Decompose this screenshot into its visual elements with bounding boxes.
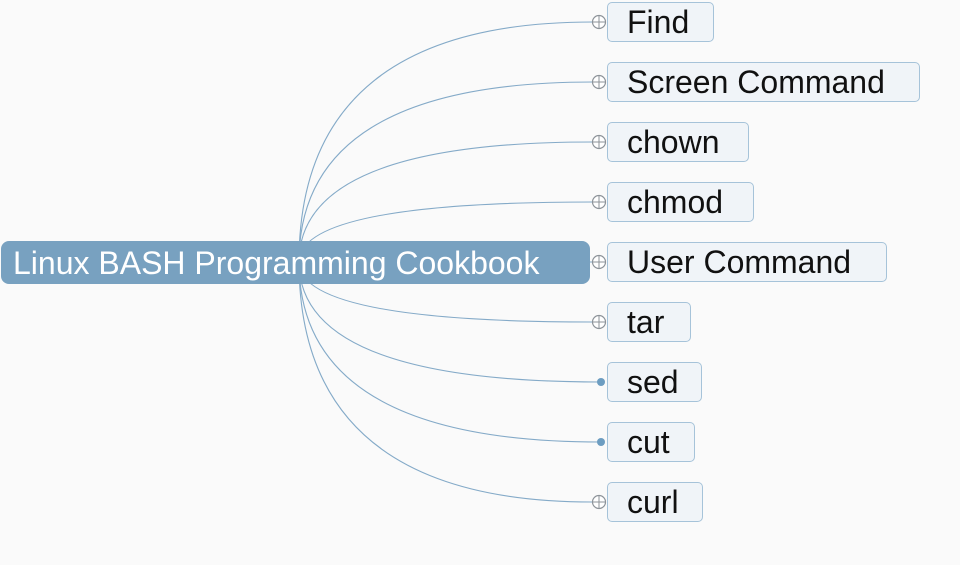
connector-line xyxy=(298,261,593,503)
node-label: chown xyxy=(627,124,720,160)
connector-line xyxy=(298,141,593,263)
expand-icon[interactable] xyxy=(591,254,607,270)
node-label: User Command xyxy=(627,244,852,280)
expand-icon[interactable] xyxy=(591,134,607,150)
node-label: cut xyxy=(627,424,670,460)
mindmap-node-tar[interactable]: tar xyxy=(607,302,691,342)
mindmap-node-cut[interactable]: cut xyxy=(607,422,695,462)
expand-icon[interactable] xyxy=(591,314,607,330)
mindmap-root-node[interactable]: Linux BASH Programming Cookbook xyxy=(1,241,590,284)
connector-line xyxy=(298,81,593,263)
mindmap-node-chown[interactable]: chown xyxy=(607,122,749,162)
connector-line xyxy=(298,261,602,443)
mindmap-node-sed[interactable]: sed xyxy=(607,362,702,402)
mindmap-node-find[interactable]: Find xyxy=(607,2,714,42)
expand-icon[interactable] xyxy=(591,494,607,510)
connector-line xyxy=(298,261,602,383)
node-label: sed xyxy=(627,364,679,400)
expand-icon[interactable] xyxy=(591,194,607,210)
node-label: tar xyxy=(627,304,665,340)
expand-icon[interactable] xyxy=(591,74,607,90)
node-label: Find xyxy=(627,4,690,40)
node-label: curl xyxy=(627,484,679,520)
mindmap-node-screen-command[interactable]: Screen Command xyxy=(607,62,920,102)
branch-dot-icon xyxy=(597,378,605,386)
node-label: Screen Command xyxy=(627,64,885,100)
node-label: chmod xyxy=(627,184,724,220)
branch-dot-icon xyxy=(597,438,605,446)
connector-line xyxy=(298,21,593,263)
expand-icon[interactable] xyxy=(591,14,607,30)
mindmap-node-chmod[interactable]: chmod xyxy=(607,182,754,222)
mindmap-node-curl[interactable]: curl xyxy=(607,482,703,522)
mindmap-node-user-command[interactable]: User Command xyxy=(607,242,887,282)
root-node-label: Linux BASH Programming Cookbook xyxy=(13,244,540,281)
